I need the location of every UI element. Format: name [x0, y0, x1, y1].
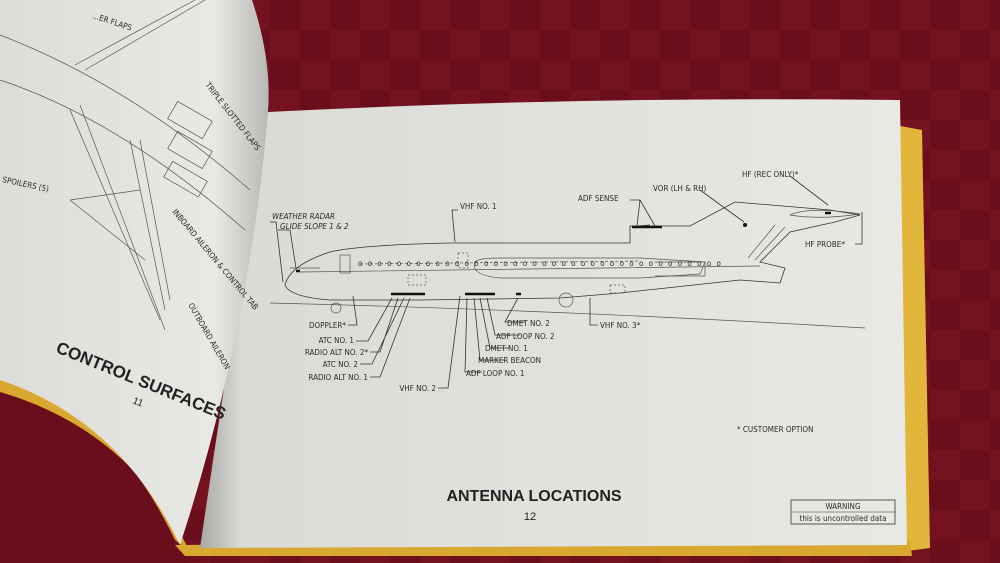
label-adf-sense: ADF SENSE [578, 194, 619, 203]
right-page [200, 99, 907, 548]
svg-text:o o o o o o o o o o o o o o o: o o o o o o o o o o o o o o o o o o o o … [358, 259, 722, 268]
label-hf-rec-only: HF (REC ONLY)* [742, 170, 799, 179]
left-page-number: 11 [131, 396, 145, 410]
label-adf-loop-2: ADF LOOP NO. 2 [496, 332, 554, 341]
antenna-locations-title: ANTENNA LOCATIONS [446, 488, 621, 505]
warning-text: this is uncontrolled data [800, 514, 887, 523]
label-dmet-1: DMET NO. 1 [485, 344, 528, 353]
label-dmet-2: DMET NO. 2 [507, 319, 550, 328]
label-hf-probe: HF PROBE* [805, 240, 845, 249]
label-marker-beacon: MARKER BEACON [478, 356, 541, 365]
right-page-number: 12 [524, 511, 536, 523]
label-atc-1: ATC NO. 1 [319, 336, 354, 345]
table-lower-left [0, 378, 210, 563]
label-weather-radar: WEATHER RADAR [272, 212, 335, 221]
left-page [0, 0, 269, 545]
cover-edge-left [0, 372, 190, 552]
label-doppler: DOPPLER* [309, 321, 346, 330]
warning-title: WARNING [825, 502, 860, 511]
warning-box: WARNING this is uncontrolled data [790, 499, 896, 525]
label-vhf-2: VHF NO. 2 [399, 384, 436, 393]
label-adf-loop-1: ADF LOOP NO. 1 [466, 369, 524, 378]
customer-option-footnote: * CUSTOMER OPTION [737, 425, 813, 434]
antenna-diagram: o o o o o o o o o o o o o o o o o o o o … [269, 170, 866, 393]
label-radio-alt-1: RADIO ALT NO. 1 [308, 373, 368, 382]
label-atc-2: ATC NO. 2 [323, 360, 358, 369]
label-vor: VOR (LH & RH) [653, 184, 707, 193]
label-radio-alt-2: RADIO ALT NO. 2* [305, 348, 369, 357]
label-vhf-1: VHF NO. 1 [460, 202, 497, 211]
label-glide-slope: GLIDE SLOPE 1 & 2 [280, 222, 349, 231]
label-vhf-3: VHF NO. 3* [600, 321, 641, 330]
